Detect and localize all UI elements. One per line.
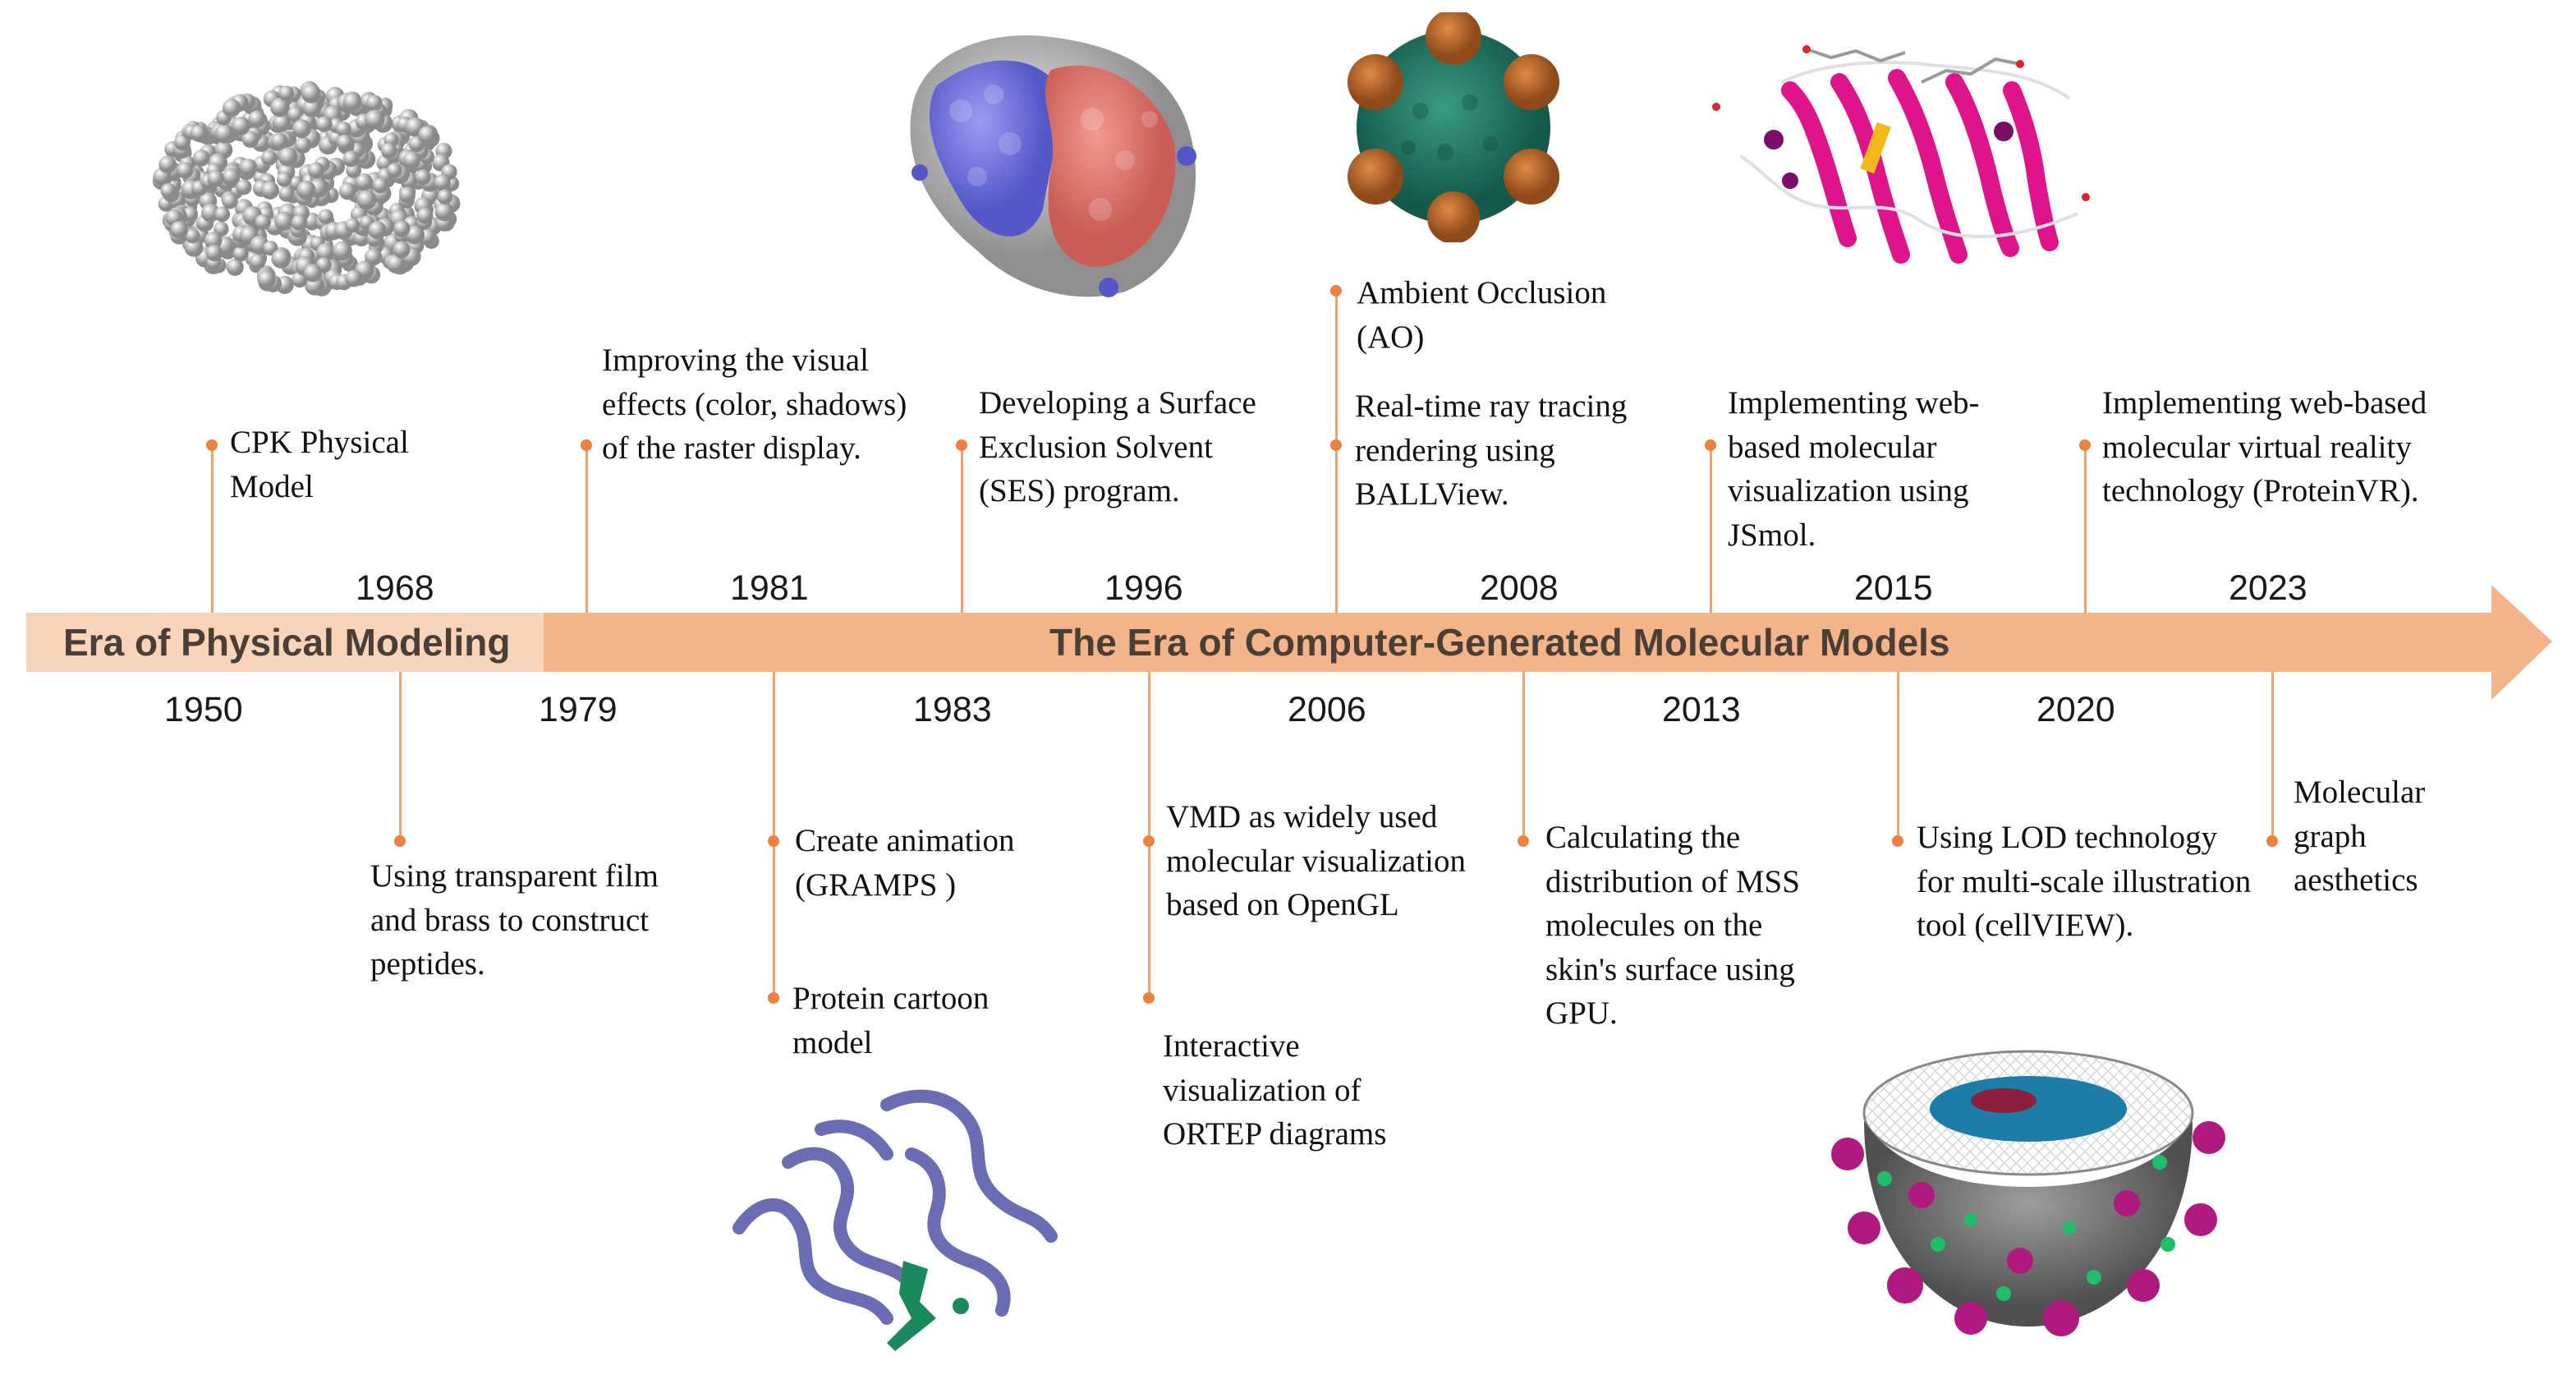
event-1968-label: CPK Physical Model	[230, 425, 409, 504]
connector-2008	[1335, 291, 1338, 613]
dot-1996	[956, 439, 967, 451]
connector-1981	[585, 445, 588, 613]
dot-2013	[1892, 835, 1903, 847]
event-1996-label: Developing a Surface Exclusion Solvent (…	[979, 385, 1256, 508]
connector-2006	[1522, 672, 1525, 841]
event-1979-cartoon-label: Protein cartoon model	[792, 981, 990, 1060]
event-1983-ortep-label: Interactive visualization of ORTEP diagr…	[1163, 1028, 1387, 1152]
dot-2023	[2079, 439, 2091, 451]
event-1979-anim-label: Create animation (GRAMPS )	[795, 823, 1015, 903]
year-2020: 2020	[2036, 690, 2115, 729]
connector-2015	[1710, 445, 1712, 613]
connector-2023	[2084, 445, 2087, 613]
dot-1983-ortep	[1143, 992, 1155, 1004]
era-physical-band	[26, 613, 544, 672]
connector-1996	[961, 445, 963, 613]
event-2008-rt-label: Real-time ray tracing rendering using BA…	[1355, 389, 1628, 512]
connector-2020	[2271, 672, 2274, 841]
dot-2020	[2266, 835, 2278, 847]
year-2013: 2013	[1662, 690, 1741, 729]
event-2020-label: Molecular graph aesthetics	[2294, 775, 2426, 898]
event-2013-label: Using LOD technology for multi-scale ill…	[1917, 820, 2252, 943]
dot-1950	[394, 835, 406, 847]
dot-1979-cartoon	[768, 992, 779, 1004]
surface-model-icon	[910, 35, 1196, 297]
ribbon-membrane-protein-icon	[1712, 45, 2090, 264]
protein-cartoon-icon	[732, 1089, 1058, 1351]
event-1950-label: Using transparent film and brass to cons…	[370, 858, 659, 982]
connector-2013	[1897, 672, 1899, 841]
dot-2008-ao	[1330, 285, 1342, 297]
event-2008-ao-label: Ambient Occlusion (AO)	[1357, 275, 1607, 355]
dot-1981	[581, 439, 592, 451]
dot-2015	[1705, 439, 1716, 451]
cpk-sphere-model-icon	[152, 80, 461, 297]
event-2015-label: Implementing web-based molecular visuali…	[1728, 385, 1980, 553]
cellview-mesoscale-icon	[1831, 1050, 2225, 1336]
event-2023-label: Implementing web-based molecular virtual…	[2102, 385, 2427, 508]
year-1950: 1950	[164, 690, 243, 729]
dot-1968	[206, 439, 218, 451]
event-1983-vmd-label: VMD as widely used molecular visualizati…	[1166, 799, 1466, 922]
dot-1979-anim	[768, 835, 779, 847]
event-1981-label: Improving the visual effects (color, sha…	[602, 343, 907, 466]
year-2015: 2015	[1854, 568, 1933, 608]
year-1996: 1996	[1104, 568, 1183, 608]
year-2008: 2008	[1480, 568, 1559, 608]
era-physical-label: Era of Physical Modeling	[63, 621, 511, 664]
ambient-occlusion-capsid-icon	[1348, 12, 1559, 242]
year-2023: 2023	[2229, 568, 2307, 608]
dot-2006	[1518, 835, 1529, 847]
era-computer-label: The Era of Computer-Generated Molecular …	[1049, 621, 1950, 664]
timeline-arrow-body	[544, 585, 2552, 700]
connector-1950	[399, 672, 402, 841]
year-1968: 1968	[356, 568, 434, 608]
year-1979: 1979	[539, 690, 618, 729]
year-1981: 1981	[730, 568, 809, 608]
year-1983: 1983	[913, 690, 992, 729]
dot-2008-rt	[1330, 439, 1342, 451]
event-2006-label: Calculating the distribution of MSS mole…	[1545, 820, 1800, 1031]
dot-1983-vmd	[1143, 835, 1155, 847]
connector-1968	[211, 445, 214, 613]
year-2006: 2006	[1288, 690, 1366, 729]
